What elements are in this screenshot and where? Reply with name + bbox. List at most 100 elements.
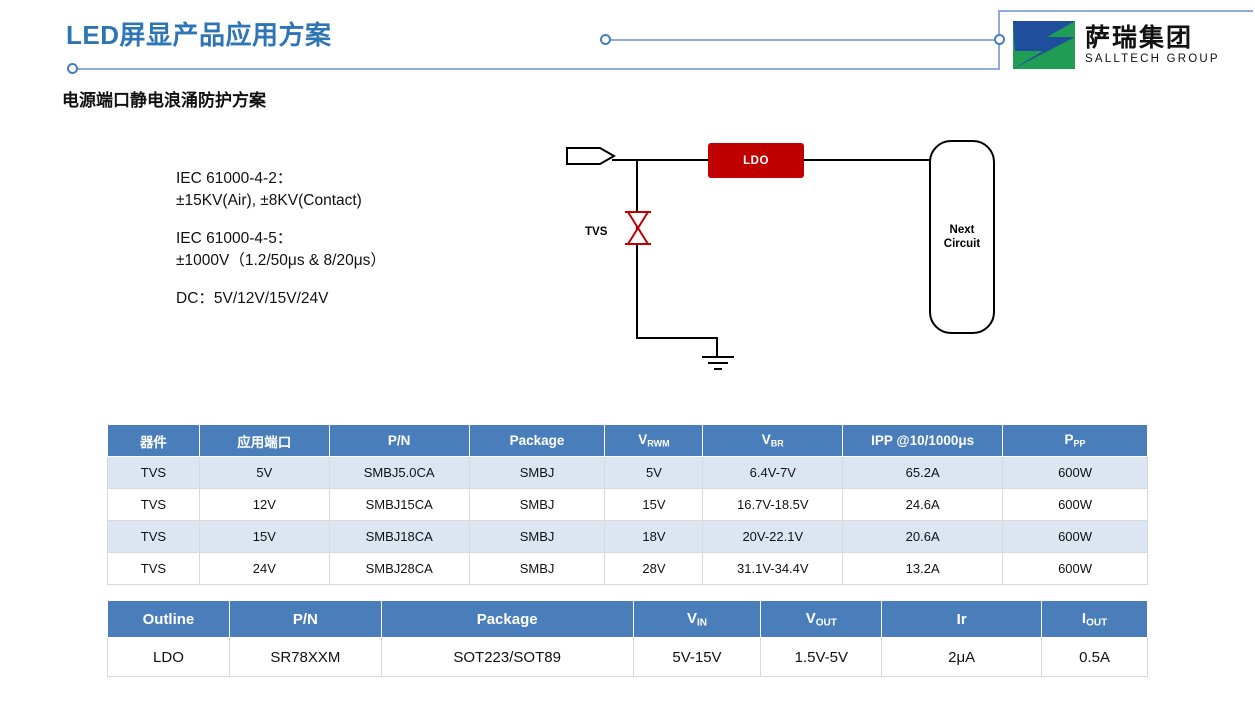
cell: TVS (107, 488, 200, 521)
cell: 1.5V-5V (760, 637, 883, 677)
th-vin-text: V (686, 609, 697, 627)
cell: 600W (1002, 520, 1148, 553)
th-device: 器件 (107, 424, 200, 457)
tvs-diode-icon (625, 211, 651, 245)
th-package2-text: Package (476, 610, 538, 628)
cell: SMBJ (468, 456, 606, 489)
header-line-right (998, 10, 1002, 41)
cell: 18V (604, 520, 704, 553)
section-subtitle: 电源端口静电浪涌防护方案 (62, 91, 266, 110)
th-package: Package (468, 424, 606, 457)
wire-ldo-to-next (804, 159, 930, 161)
cell: 65.2A (842, 456, 1004, 489)
th-ppp-sub: PP (1073, 438, 1086, 449)
cell: SMBJ (468, 488, 606, 521)
cell: SOT223/SOT89 (380, 637, 634, 677)
next-circuit-text: Next Circuit (944, 223, 980, 252)
cell: SMBJ15CA (328, 488, 470, 521)
cell: SMBJ28CA (328, 552, 470, 585)
cell: 600W (1002, 488, 1148, 521)
cell: 12V (198, 488, 330, 521)
th-ir: Ir (881, 600, 1043, 638)
wire-input-to-ldo (612, 159, 708, 161)
cell: 6.4V-7V (702, 456, 844, 489)
logo-text: 萨瑞集团 SALLTECH GROUP (1085, 23, 1220, 66)
table-row: LDO SR78XXM SOT223/SOT89 5V-15V 1.5V-5V … (107, 637, 1148, 677)
header-dot-left (600, 34, 611, 45)
spec-line-3: IEC 61000-4-5： (176, 230, 293, 247)
cell: 0.5A (1041, 637, 1148, 677)
th-ipp-text: IPP @10/1000μs (871, 433, 975, 448)
cell: SMBJ18CA (328, 520, 470, 553)
th-vin-sub: IN (696, 617, 707, 629)
header-dot-mid (994, 34, 1005, 45)
th-vout-sub: OUT (815, 617, 837, 629)
cell: LDO (107, 637, 230, 677)
logo-mark-icon (1013, 21, 1075, 69)
spec-line-1: IEC 61000-4-2： (176, 170, 293, 187)
logo-name-cn: 萨瑞集团 (1085, 23, 1194, 52)
header-dot-bottom (67, 63, 78, 74)
cell: SMBJ (468, 520, 606, 553)
cell: 2μA (881, 637, 1043, 677)
th-outline-text: Outline (142, 610, 195, 628)
tvs-spec-table: 器件 应用端口 P/N Package VRWM VBR IPP @10/100… (107, 424, 1148, 585)
th-outline: Outline (107, 600, 230, 638)
ldo-spec-table: Outline P/N Package VIN VOUT Ir IOUT LDO… (107, 600, 1148, 677)
table-row: TVS 15V SMBJ18CA SMBJ 18V 20V-22.1V 20.6… (107, 520, 1148, 553)
wire-tvs-vertical (636, 159, 638, 339)
cell: 13.2A (842, 552, 1004, 585)
cell: SR78XXM (228, 637, 382, 677)
th-iout: IOUT (1041, 600, 1148, 638)
next-circuit-line2: Circuit (943, 238, 981, 250)
cell: 16.7V-18.5V (702, 488, 844, 521)
cell: 28V (604, 552, 704, 585)
th-pn: P/N (328, 424, 470, 457)
table-row: TVS 5V SMBJ5.0CA SMBJ 5V 6.4V-7V 65.2A 6… (107, 456, 1148, 489)
wire-ground-horizontal (636, 337, 718, 339)
spec-line-4: ±1000V（1.2/50μs & 8/20μs） (176, 252, 386, 269)
cell: 24V (198, 552, 330, 585)
th-vbr: VBR (702, 424, 844, 457)
cell: TVS (107, 456, 200, 489)
cell: TVS (107, 520, 200, 553)
company-logo: 萨瑞集团 SALLTECH GROUP (1013, 18, 1241, 72)
th-device-text: 器件 (139, 434, 167, 450)
cell: TVS (107, 552, 200, 585)
circuit-diagram: LDO Next Circuit TVS (540, 130, 1030, 390)
th-port: 应用端口 (198, 424, 330, 457)
th-vin: VIN (632, 600, 762, 638)
cell: 20.6A (842, 520, 1004, 553)
wire-ground-vertical (716, 337, 718, 357)
ground-symbol-icon (702, 356, 734, 370)
header-line-bottom (72, 68, 1000, 70)
th-vrwm: VRWM (604, 424, 704, 457)
cell: 24.6A (842, 488, 1004, 521)
table-row: TVS 12V SMBJ15CA SMBJ 15V 16.7V-18.5V 24… (107, 488, 1148, 521)
th-ipp: IPP @10/1000μs (842, 424, 1004, 457)
input-connector-icon (566, 147, 616, 165)
th-package-text: Package (509, 433, 565, 448)
th-ppp: PPP (1002, 424, 1148, 457)
th-iout-sub: OUT (1086, 617, 1108, 629)
table-row: TVS 24V SMBJ28CA SMBJ 28V 31.1V-34.4V 13… (107, 552, 1148, 585)
cell: 15V (604, 488, 704, 521)
cell: 5V (604, 456, 704, 489)
cell: 600W (1002, 456, 1148, 489)
th-vbr-text: V (761, 432, 771, 448)
table-header-row: Outline P/N Package VIN VOUT Ir IOUT (107, 600, 1148, 638)
cell: 31.1V-34.4V (702, 552, 844, 585)
th-vout: VOUT (760, 600, 883, 638)
cell: SMBJ5.0CA (328, 456, 470, 489)
cell: 15V (198, 520, 330, 553)
th-ir-text: Ir (956, 610, 967, 628)
logo-shape-icon (1013, 21, 1075, 69)
header-line-right-top (998, 10, 1253, 12)
table-header-row: 器件 应用端口 P/N Package VRWM VBR IPP @10/100… (107, 424, 1148, 457)
th-iout-text: I (1081, 609, 1087, 627)
th-pn2: P/N (228, 600, 382, 638)
tvs-label: TVS (585, 226, 608, 238)
page-title: LED屏显产品应用方案 (66, 20, 332, 50)
next-circuit-line1: Next (949, 223, 975, 236)
next-circuit-block: Next Circuit (929, 140, 995, 334)
